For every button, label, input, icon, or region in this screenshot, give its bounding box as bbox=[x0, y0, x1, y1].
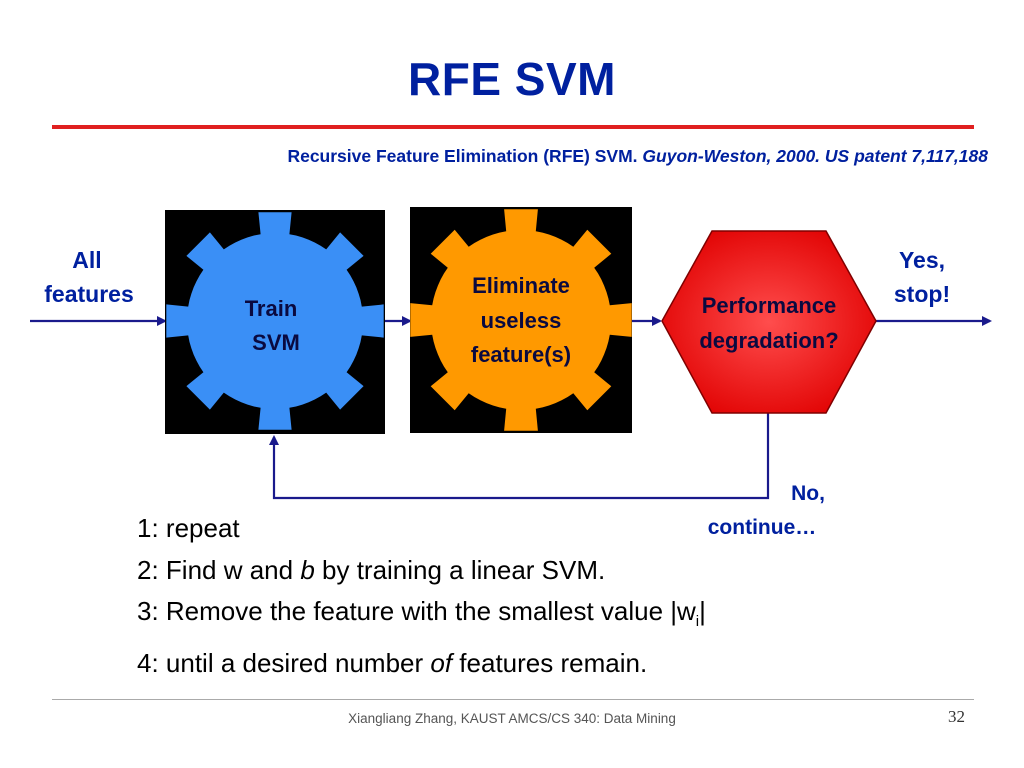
footer-text: Xiangliang Zhang, KAUST AMCS/CS 340: Dat… bbox=[348, 711, 676, 726]
eliminate-gear-label-line3: feature(s) bbox=[471, 342, 571, 367]
subtitle-main: Recursive Feature Elimination (RFE) SVM. bbox=[287, 146, 643, 166]
step-2: 2: Find w and b by training a linear SVM… bbox=[137, 554, 606, 585]
subtitle-citation: Guyon-Weston, 2000. US patent 7,117,188 bbox=[642, 146, 988, 166]
no-label-line2: continue… bbox=[708, 516, 817, 539]
eliminate-gear-label-line2: useless bbox=[481, 308, 562, 333]
input-label-line2: features bbox=[44, 281, 133, 307]
slide-subtitle: Recursive Feature Elimination (RFE) SVM.… bbox=[287, 146, 988, 167]
step-4: 4: until a desired number of features re… bbox=[137, 647, 648, 678]
title-divider bbox=[52, 125, 974, 129]
algorithm-steps: 1: repeat 2: Find w and b by training a … bbox=[137, 508, 706, 684]
step-1: 1: repeat bbox=[137, 513, 240, 543]
yes-label-line1: Yes, bbox=[899, 247, 945, 273]
eliminate-gear-label-line1: Eliminate bbox=[472, 273, 570, 298]
step-3: 3: Remove the feature with the smallest … bbox=[137, 596, 706, 631]
train-gear-label-line2: SVM bbox=[252, 330, 300, 355]
train-gear-label-line1: Train bbox=[245, 296, 298, 321]
decision-hexagon bbox=[661, 230, 877, 414]
eliminate-gear-icon bbox=[410, 209, 632, 431]
footer-divider bbox=[52, 699, 974, 700]
input-label-line1: All bbox=[72, 247, 101, 273]
page-number: 32 bbox=[948, 707, 965, 726]
slide-title: RFE SVM bbox=[408, 53, 616, 105]
train-gear-icon bbox=[166, 212, 384, 430]
no-label-line1: No, bbox=[791, 482, 825, 505]
decision-label-line1: Performance bbox=[702, 293, 837, 318]
decision-label-line2: degradation? bbox=[699, 328, 838, 353]
loop-back-arrow bbox=[269, 412, 770, 500]
yes-label-line2: stop! bbox=[894, 281, 950, 307]
